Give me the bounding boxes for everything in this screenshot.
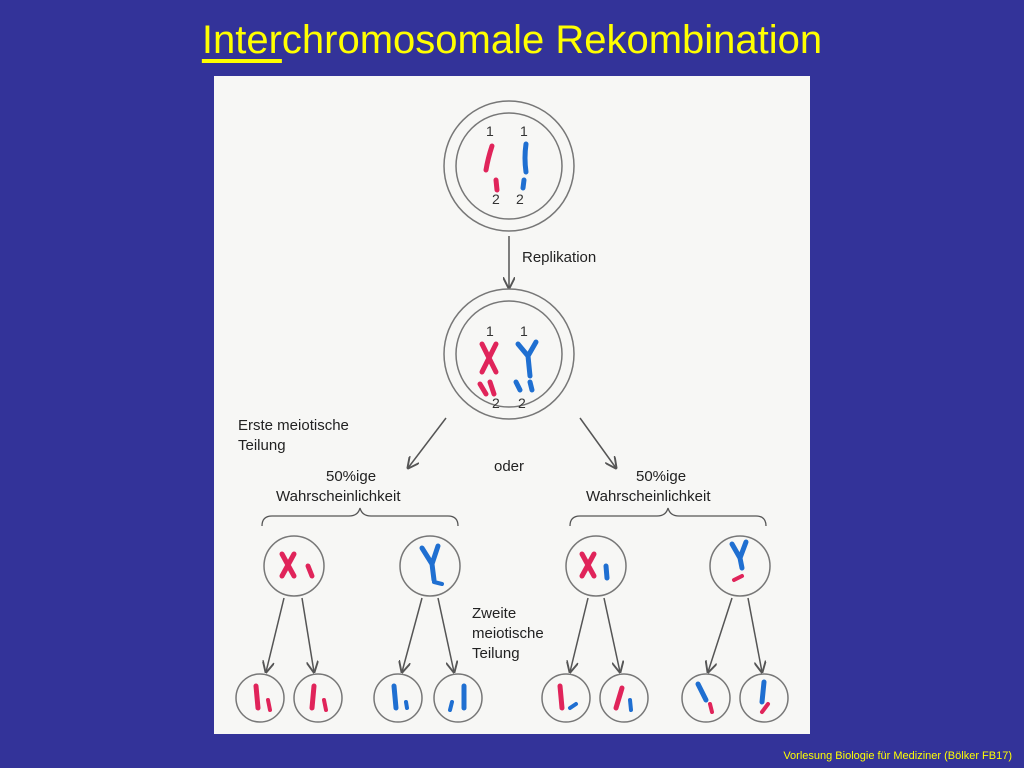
erste-label-line1: Erste meiotische [238, 417, 349, 434]
replicated-cell: 1 1 2 2 [443, 288, 575, 420]
parent-cell: 1 1 2 2 [443, 100, 575, 232]
chromosome-1-label-red: 1 [486, 323, 494, 339]
right-prob-line2: Wahrscheinlichkeit [586, 488, 711, 505]
arrow-2b [301, 597, 314, 672]
daughter-cell-2 [399, 535, 461, 597]
meiosis-diagram: 1 1 2 2 Replikation 1 1 2 2 Erste meioti… [214, 76, 810, 734]
zweite-label-line2: meiotische [472, 625, 544, 642]
red-chromosome-2 [493, 177, 500, 193]
left-brace [261, 507, 459, 527]
arrow-2a [266, 597, 285, 672]
right-brace [569, 507, 767, 527]
slide-title: Interchromosomale Rekombination [0, 14, 1024, 66]
footer-credit: Vorlesung Biologie für Mediziner (Bölker… [783, 750, 1012, 762]
erste-label-line2: Teilung [238, 437, 286, 454]
gamete-7 [681, 673, 731, 723]
arrow-2d [437, 597, 454, 672]
chromosome-1-label-blue: 1 [520, 323, 528, 339]
chromosome-1-label-blue: 1 [520, 123, 528, 139]
blue-chromosome-1 [522, 141, 529, 175]
blue-dyad-2 [513, 379, 535, 393]
title-rest: chromosomale Rekombination [281, 18, 823, 62]
right-prob-line1: 50%ige [636, 468, 686, 485]
daughter-cell-1 [263, 535, 325, 597]
oder-label: oder [494, 458, 524, 475]
gamete-5 [541, 673, 591, 723]
chromosome-2-label-blue: 2 [516, 191, 524, 207]
left-prob-line1: 50%ige [326, 468, 376, 485]
meiosis-diagram-svg: 1 1 2 2 Replikation 1 1 2 2 Erste meioti… [235, 100, 789, 723]
gamete-8 [739, 673, 789, 723]
arrow-2e [570, 597, 589, 672]
blue-dyad-1 [515, 339, 539, 379]
left-division-arrow [408, 417, 447, 468]
chromosome-2-label-red: 2 [492, 395, 500, 411]
zweite-label-line3: Teilung [472, 645, 520, 662]
red-dyad-2 [477, 379, 497, 397]
left-prob-line2: Wahrscheinlichkeit [276, 488, 401, 505]
replikation-label: Replikation [522, 249, 596, 266]
daughter-cell-4 [709, 535, 771, 597]
daughter-cell-3 [565, 535, 627, 597]
title-underlined-part: Inter [201, 18, 282, 62]
right-division-arrow [579, 417, 616, 468]
arrow-2f [603, 597, 620, 672]
gamete-3 [373, 673, 423, 723]
red-dyad-1 [479, 341, 499, 375]
chromosome-2-label-red: 2 [492, 191, 500, 207]
gamete-1 [235, 673, 285, 723]
arrow-2h [747, 597, 762, 672]
gamete-2 [293, 673, 343, 723]
blue-chromosome-2 [520, 177, 527, 191]
gamete-6 [599, 673, 649, 723]
gamete-4 [433, 673, 483, 723]
zweite-label-line1: Zweite [472, 605, 516, 622]
arrow-2c [402, 597, 423, 672]
chromosome-1-label-red: 1 [486, 123, 494, 139]
chromosome-2-label-blue: 2 [518, 395, 526, 411]
red-chromosome-1 [483, 143, 495, 173]
arrow-2g [708, 597, 733, 672]
